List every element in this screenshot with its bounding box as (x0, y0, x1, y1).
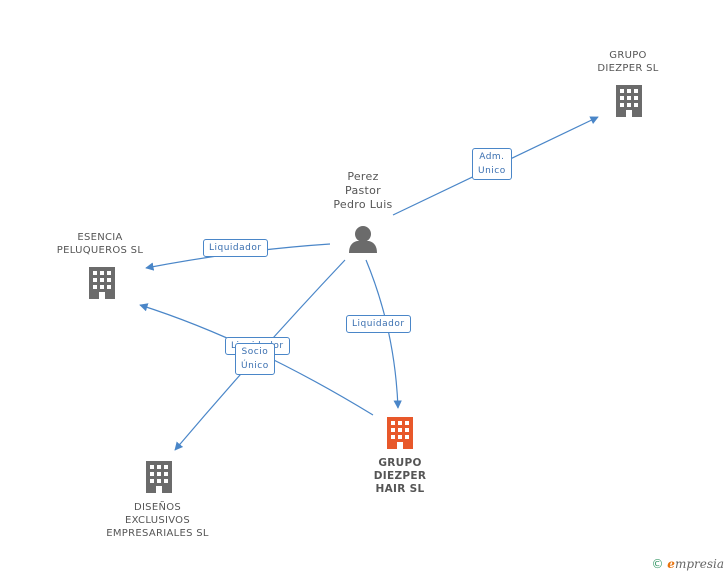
person-icon (349, 226, 377, 253)
node-grupo-diezper-sl[interactable]: GRUPO DIEZPER SL (580, 49, 676, 75)
edge-label-adm-unico: Adm. Unico (472, 148, 512, 180)
node-label-line: DIEZPER SL (597, 63, 659, 74)
edge-label-line: Adm. (479, 152, 505, 162)
node-label-line: EMPRESARIALES SL (106, 528, 209, 539)
edge-liquidador-main (365, 259, 402, 409)
person-label-line: Pedro Luis (333, 198, 393, 211)
node-label-line: EXCLUSIVOS (125, 515, 190, 526)
node-label-line: DISEÑOS (133, 502, 182, 513)
node-grupo-diezper-hair[interactable]: GRUPO DIEZPER HAIR SL (355, 457, 445, 496)
copyright-icon: © (651, 557, 664, 571)
edge-label-liquidador-main: Liquidador (346, 315, 411, 333)
node-label-line: DIEZPER (373, 470, 427, 482)
edge-label-line: Único (241, 361, 269, 371)
node-label-line: PELUQUEROS SL (56, 245, 144, 256)
edge-label-line: Socio (241, 347, 269, 357)
person-label-line: Pastor (345, 184, 381, 197)
person-label-line: Perez (347, 170, 379, 183)
brand-logo-initial: e (667, 557, 675, 571)
edge-label-line: Liquidador (209, 243, 262, 253)
node-label-line: HAIR SL (375, 483, 425, 495)
edge-label-line: Liquidador (352, 319, 405, 329)
brand-logo-rest: mpresia (674, 557, 724, 571)
building-icon (89, 267, 115, 299)
building-icon (616, 85, 642, 117)
node-label-line: GRUPO (609, 50, 647, 61)
building-icon (387, 417, 413, 449)
node-label-line: GRUPO (378, 457, 422, 469)
person-label[interactable]: Perez Pastor Pedro Luis (318, 170, 408, 212)
building-icon (146, 461, 172, 493)
edge-label-line: Unico (478, 166, 506, 176)
brand-logo: empresia (667, 557, 724, 571)
node-esencia-peluqueros[interactable]: ESENCIA PELUQUEROS SL (45, 231, 155, 257)
node-label-line: ESENCIA (77, 232, 123, 243)
node-disenos-exclusivos[interactable]: DISEÑOS EXCLUSIVOS EMPRESARIALES SL (95, 501, 220, 540)
edge-label-socio-unico: Socio Único (235, 343, 275, 375)
edge-label-liquidador-esencia: Liquidador (203, 239, 268, 257)
copyright-footer: © empresia (651, 557, 724, 571)
